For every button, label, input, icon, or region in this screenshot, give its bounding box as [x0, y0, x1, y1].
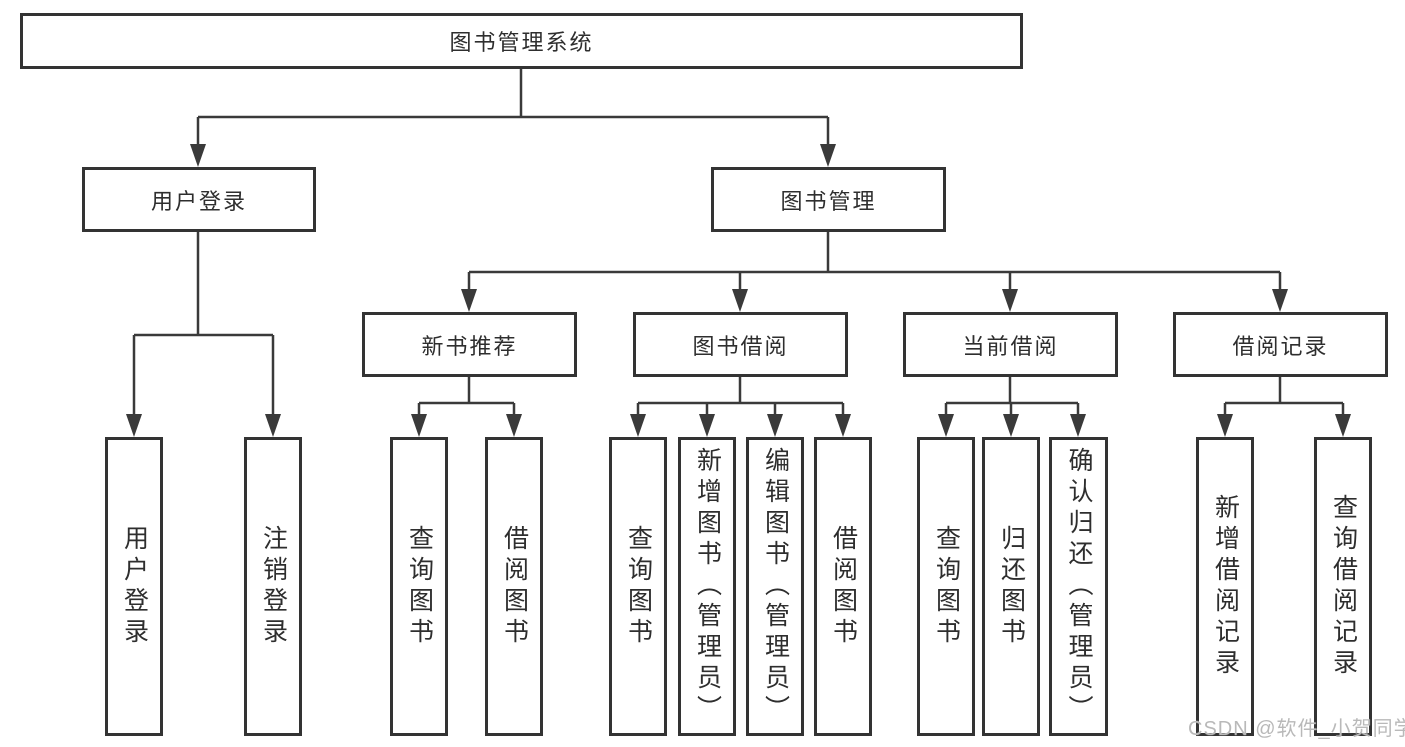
leaf-borrow-books-recommend: 借阅图书	[485, 437, 543, 736]
node-borrowing-records: 借阅记录	[1173, 312, 1388, 377]
arrowhead	[126, 414, 142, 437]
leaf-return-books: 归还图书	[982, 437, 1040, 736]
arrowhead	[699, 414, 715, 437]
arrowhead	[1272, 289, 1288, 312]
arrowhead	[411, 414, 427, 437]
leaf-query-books-current: 查询图书	[917, 437, 975, 736]
leaf-add-borrow-record: 新增借阅记录	[1196, 437, 1254, 736]
arrowhead	[461, 289, 477, 312]
node-root-library-management-system: 图书管理系统	[20, 13, 1023, 69]
csdn-watermark: CSDN @软件_小贺同学	[1188, 718, 1405, 740]
node-book-management: 图书管理	[711, 167, 946, 232]
leaf-edit-books-admin: 编辑图书（管理员）	[746, 437, 804, 736]
leaf-query-borrow-record: 查询借阅记录	[1314, 437, 1372, 736]
arrowhead	[1002, 289, 1018, 312]
leaf-confirm-return-admin: 确认归还（管理员）	[1049, 437, 1108, 736]
arrowhead	[1070, 414, 1086, 437]
node-new-book-recommendation: 新书推荐	[362, 312, 577, 377]
arrowhead	[732, 289, 748, 312]
arrowhead	[1335, 414, 1351, 437]
arrowhead	[820, 144, 836, 167]
leaf-logout: 注销登录	[244, 437, 302, 736]
arrowhead	[506, 414, 522, 437]
leaf-borrow-books: 借阅图书	[814, 437, 872, 736]
arrowhead	[1003, 414, 1019, 437]
leaf-user-login: 用户登录	[105, 437, 163, 736]
leaf-query-books-recommend: 查询图书	[390, 437, 448, 736]
node-current-borrowing: 当前借阅	[903, 312, 1118, 377]
leaf-add-books-admin: 新增图书（管理员）	[678, 437, 736, 736]
arrowhead	[190, 144, 206, 167]
arrowheads	[126, 144, 1351, 437]
arrowhead	[835, 414, 851, 437]
arrowhead	[1217, 414, 1233, 437]
tree-connector-lines	[132, 68, 1345, 419]
arrowhead	[767, 414, 783, 437]
arrowhead	[938, 414, 954, 437]
leaf-query-books-borrow: 查询图书	[609, 437, 667, 736]
arrowhead	[630, 414, 646, 437]
node-book-borrowing: 图书借阅	[633, 312, 848, 377]
node-user-login: 用户登录	[82, 167, 316, 232]
arrowhead	[265, 414, 281, 437]
